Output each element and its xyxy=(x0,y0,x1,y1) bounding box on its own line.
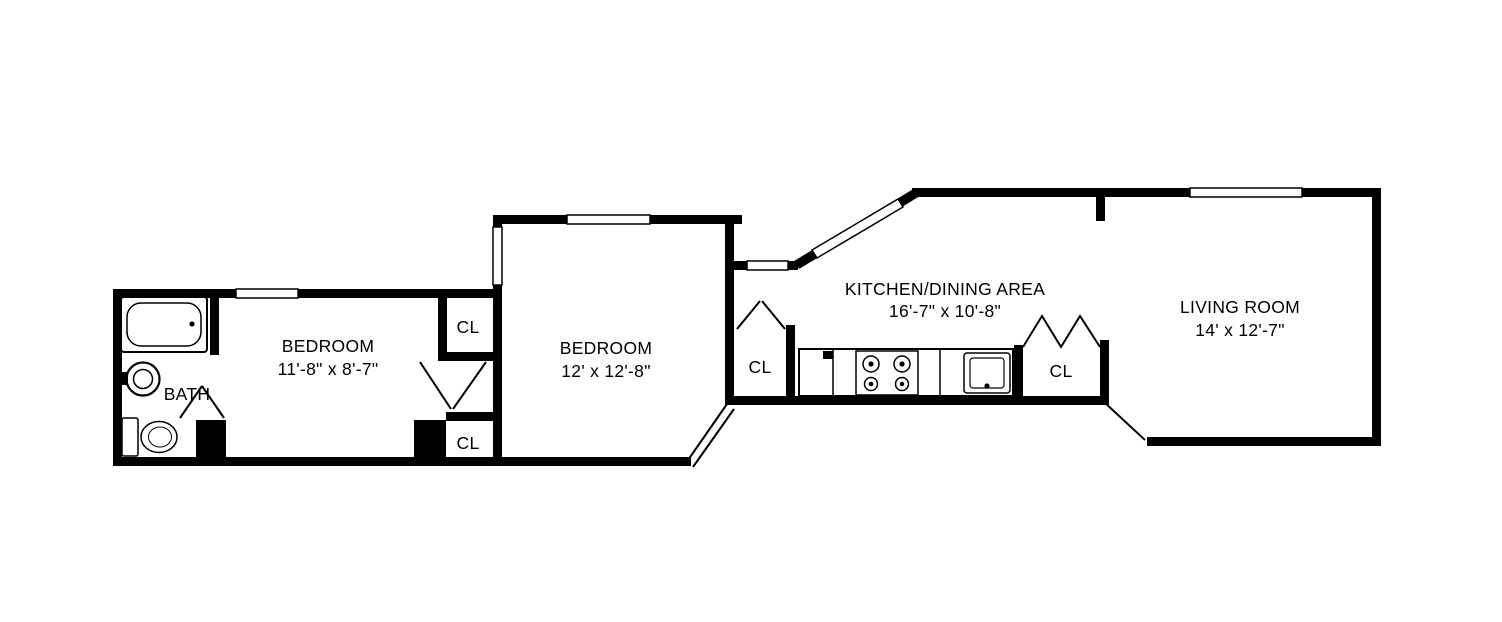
wall xyxy=(438,289,447,360)
wall xyxy=(786,325,795,405)
window xyxy=(492,226,503,286)
wall xyxy=(1096,197,1105,221)
wall xyxy=(1100,340,1109,405)
wall xyxy=(446,412,502,421)
wall xyxy=(1302,188,1381,197)
closet4-label: CL xyxy=(1050,361,1073,381)
closet1-label: CL xyxy=(457,317,480,337)
living-room-dims: 14' x 12'-7" xyxy=(1195,320,1284,340)
window xyxy=(746,260,789,271)
door-swing xyxy=(692,408,735,468)
door-swing xyxy=(1103,401,1146,441)
door-swing xyxy=(761,300,786,330)
wall xyxy=(113,289,122,466)
walls xyxy=(113,188,1381,466)
door-swing xyxy=(201,385,225,419)
wall xyxy=(912,188,1105,197)
kitchen-sink-icon xyxy=(963,352,1011,394)
wall xyxy=(298,289,502,298)
door-swing xyxy=(736,300,761,330)
windows xyxy=(235,187,1303,299)
bath-label: BATH xyxy=(164,384,211,404)
wall xyxy=(726,396,1109,405)
kitchen-counter xyxy=(798,348,1014,397)
door-swing xyxy=(419,361,452,410)
wall xyxy=(438,352,502,361)
living-room-label: LIVING ROOM xyxy=(1180,297,1300,317)
wall xyxy=(113,289,236,298)
wall xyxy=(1105,188,1190,197)
bedroom1-dims: 11'-8" x 8'-7" xyxy=(278,359,379,379)
bedroom2-dims: 12' x 12'-8" xyxy=(561,361,650,381)
wall xyxy=(650,215,742,224)
bathtub-icon xyxy=(120,296,208,353)
wall xyxy=(788,261,798,270)
wall xyxy=(196,420,226,458)
wall xyxy=(1014,345,1023,405)
door-swing xyxy=(685,403,728,464)
window xyxy=(566,214,651,225)
pedestal-sink-icon xyxy=(122,361,161,397)
wall xyxy=(1147,437,1381,446)
doors xyxy=(179,300,1146,468)
kitchen-label: KITCHEN/DINING AREA xyxy=(845,279,1045,299)
wall xyxy=(493,289,502,466)
kitchen-dims: 16'-7" x 10'-8" xyxy=(889,301,1001,321)
window xyxy=(235,288,299,299)
door-swing xyxy=(452,361,487,410)
window xyxy=(1189,187,1303,198)
labels: BATH BEDROOM 11'-8" x 8'-7" CL CL BEDROO… xyxy=(164,279,1300,453)
bedroom1-label: BEDROOM xyxy=(282,336,375,356)
bifold-door-icon xyxy=(1022,314,1101,349)
wall xyxy=(493,215,567,224)
wall xyxy=(725,215,734,405)
wall xyxy=(414,420,446,458)
closet2-label: CL xyxy=(457,433,480,453)
door-swing xyxy=(179,385,203,419)
wall xyxy=(734,261,747,270)
stove-icon xyxy=(855,350,919,396)
wall xyxy=(113,457,691,466)
bedroom2-label: BEDROOM xyxy=(560,338,653,358)
wall xyxy=(1372,188,1381,446)
wall xyxy=(210,289,219,355)
closet3-label: CL xyxy=(749,357,772,377)
window xyxy=(810,197,905,260)
toilet-icon xyxy=(121,417,178,457)
